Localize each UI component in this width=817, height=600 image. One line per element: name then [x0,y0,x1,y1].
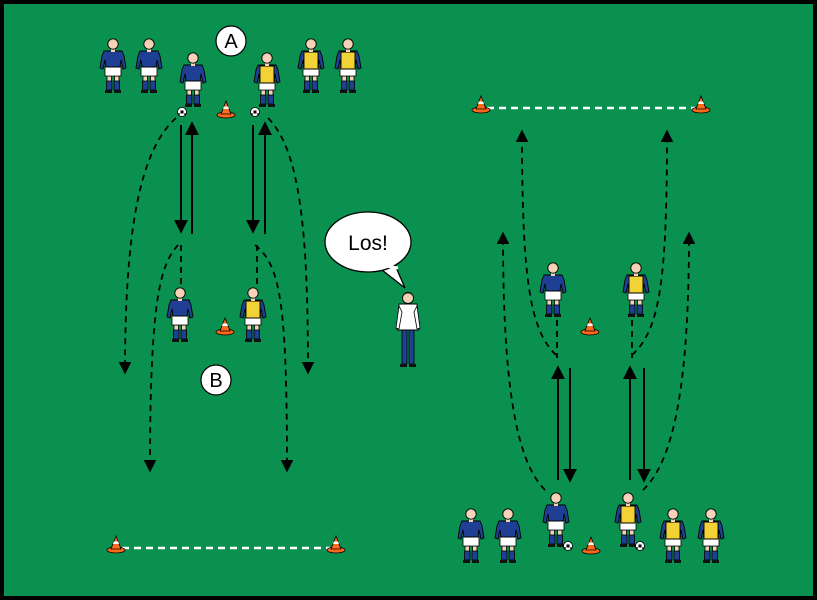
run-path [254,244,294,473]
run-path [515,129,557,356]
group-a-label: A [224,31,238,53]
ball-icon [563,541,573,551]
ball-icon [177,107,187,117]
run-path [118,117,177,375]
coach: Los! [324,211,421,367]
left-drill: A B [99,25,362,554]
coach-icon [395,292,421,367]
group-b-marker: B [200,364,232,396]
ball-icon [635,541,645,551]
run-path [267,117,315,375]
run-path [496,231,546,491]
run-path [631,129,674,356]
speech-text: Los! [348,232,388,255]
ball-icon [250,107,260,117]
group-a-marker: A [215,25,247,57]
run-path [143,244,179,473]
group-b-label: B [209,370,222,392]
right-drill [457,95,725,564]
run-path [642,231,696,491]
speech-bubble: Los! [324,211,412,289]
